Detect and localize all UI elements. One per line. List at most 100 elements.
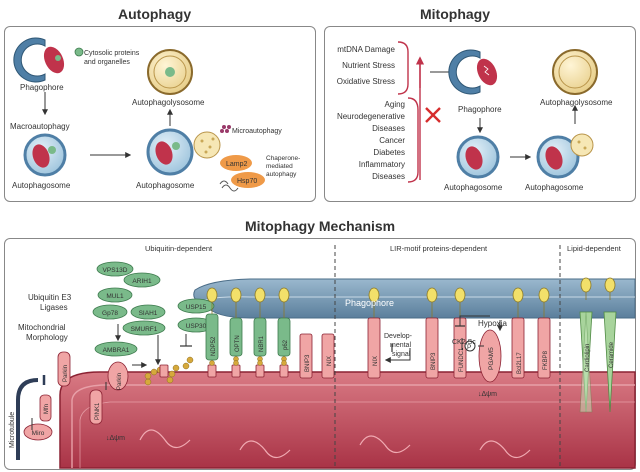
e3-mul1 bbox=[97, 287, 133, 303]
dpsi-right-label: ↓Δψm bbox=[478, 391, 497, 398]
condition-label-4: Diabetes bbox=[373, 148, 405, 157]
lamp2-label: Lamp2 bbox=[226, 161, 248, 168]
parkin-center-label: Parkin bbox=[117, 373, 123, 390]
lir-nix-label: NIX bbox=[373, 356, 379, 366]
dub-usp15-label: USP15 bbox=[186, 304, 207, 311]
mechanism-labels: Ubiquitin-dependent LIR-motif proteins-d… bbox=[9, 244, 622, 448]
lysosome bbox=[193, 131, 221, 159]
condition-label-3: Cancer bbox=[379, 136, 405, 145]
adaptor-bars bbox=[205, 313, 291, 361]
protein-dot bbox=[55, 55, 61, 61]
dub-usp15 bbox=[177, 298, 215, 314]
e3-mul1-label: MUL1 bbox=[106, 293, 124, 300]
e3-gp78-label: Gp78 bbox=[102, 310, 118, 317]
stress-label-2: Oxidative Stress bbox=[337, 77, 395, 86]
phospho-label: P bbox=[467, 344, 471, 351]
developmental-label-1: Develop- bbox=[384, 333, 413, 340]
parkin-left-label: Parkin bbox=[63, 365, 69, 382]
e3-smurf1-label: SMURF1 bbox=[131, 326, 158, 333]
condition-label-0: Aging bbox=[385, 100, 405, 109]
mechanism-graphics bbox=[16, 245, 636, 469]
e3-gp78 bbox=[92, 304, 128, 320]
mfn-label: Mfn bbox=[44, 404, 50, 414]
ceramide-cone bbox=[603, 311, 617, 413]
inhibition-x-icon bbox=[425, 107, 441, 123]
receptor-nix-label: NIX bbox=[327, 356, 333, 366]
autophagolysosome-label: Autophagolysosome bbox=[132, 98, 205, 107]
phagophore-cup bbox=[13, 37, 46, 83]
autophagy-labels: Cytosolic proteins and organelles Phagop… bbox=[10, 50, 300, 190]
hypoxia-label: Hypoxia bbox=[478, 319, 507, 328]
cytosolic-label-1: Cytosolic proteins bbox=[84, 50, 140, 57]
pink1-label: PINK1 bbox=[95, 402, 101, 420]
lamp2-pill bbox=[220, 155, 252, 171]
mitochondrion-membrane bbox=[59, 371, 636, 469]
pgam5-protein bbox=[478, 329, 502, 383]
membrane-tags bbox=[159, 364, 289, 378]
adaptor-p62-label: p62 bbox=[283, 339, 289, 350]
e3-ambra1-label: AMBRA1 bbox=[103, 347, 130, 354]
microautophagy-label: Microautophagy bbox=[232, 128, 282, 135]
parkin-center-protein bbox=[107, 361, 129, 391]
section-lir: LIR-motif proteins-dependent bbox=[390, 244, 488, 253]
mito-autophagosome-right-label: Autophagosome bbox=[525, 183, 584, 192]
e3-ambra1 bbox=[94, 341, 138, 357]
microtubule-label: Microtubule bbox=[9, 412, 16, 448]
hsp70-label: Hsp70 bbox=[237, 178, 257, 185]
lipid-ceramide-label: Ceramide bbox=[609, 341, 615, 368]
receptor-bnip3-label: BNIP3 bbox=[305, 354, 311, 372]
mito-lysosome bbox=[570, 133, 594, 157]
hsp70-pill bbox=[231, 172, 265, 188]
autophagy-graphics bbox=[13, 37, 265, 192]
phospho-circle bbox=[464, 340, 476, 352]
lir-bcl2l17-label: Bcl2L17 bbox=[517, 352, 523, 374]
miro-label: Miro bbox=[32, 430, 45, 437]
condition-label-6: Diseases bbox=[372, 172, 405, 181]
mitophagy-title: Mitophagy bbox=[420, 6, 490, 22]
pgam5-label: PGAM5 bbox=[488, 347, 495, 370]
adaptor-ubiquitin-links bbox=[209, 356, 287, 366]
mito-autophagolysosome bbox=[552, 49, 598, 95]
e3-label-2: Ligases bbox=[40, 303, 68, 312]
cytosolic-protein-dot bbox=[74, 47, 84, 57]
macroautophagy-label: Macroautophagy bbox=[10, 122, 70, 131]
mfn-protein bbox=[39, 394, 52, 422]
section-ubiquitin: Ubiquitin-dependent bbox=[145, 244, 213, 253]
pink1-protein bbox=[89, 389, 103, 425]
parkin-left-protein bbox=[57, 351, 71, 387]
section-lipid: Lipid-dependent bbox=[567, 244, 622, 253]
e3-smurf1 bbox=[122, 320, 166, 336]
receptor-bars-mid bbox=[299, 333, 335, 379]
mito-phagophore-cup bbox=[448, 49, 481, 95]
dub-usp30-label: USP30 bbox=[186, 323, 207, 330]
ck2-label: CK2,Sc bbox=[452, 339, 476, 346]
miro-protein bbox=[23, 423, 53, 441]
mitochondrion-icon bbox=[43, 46, 65, 74]
lir-bnip3-label: BNIP3 bbox=[431, 352, 437, 370]
mitophagy-labels: mtDNA Damage Nutrient Stress Oxidative S… bbox=[337, 45, 613, 192]
condition-label-2: Diseases bbox=[372, 124, 405, 133]
lipid-cardiolipin-label: Cardiolipin bbox=[585, 344, 591, 372]
mito-autophagolysosome-label: Autophagolysosome bbox=[540, 98, 613, 107]
cma-label-2: mediated bbox=[266, 163, 293, 170]
lir-receptor-bars bbox=[367, 317, 551, 379]
e3-arih1-label: ARIH1 bbox=[132, 278, 152, 285]
cma-label-1: Chaperone- bbox=[266, 155, 300, 162]
autophagosome-mid-label: Autophagosome bbox=[136, 181, 195, 190]
dpsi-left-label: ↓Δψm bbox=[106, 435, 125, 442]
e3-label-1: Ubiquitin E3 bbox=[28, 293, 72, 302]
conditions-bracket bbox=[407, 97, 419, 183]
cma-label-3: autophagy bbox=[266, 171, 297, 178]
adaptor-optn-label: OPTN bbox=[235, 335, 241, 352]
cytosolic-label-2: and organelles bbox=[84, 59, 130, 66]
microtubule bbox=[16, 378, 39, 460]
autophagosome-left-label: Autophagosome bbox=[12, 181, 71, 190]
e3-arih1 bbox=[123, 272, 161, 288]
mechanism-phagophore-label: Phagophore bbox=[345, 298, 394, 308]
lir-fundc1-label: FUNDC1 bbox=[459, 347, 465, 372]
autophagy-title: Autophagy bbox=[118, 6, 192, 22]
morph-label-1: Mitochondrial bbox=[18, 323, 66, 332]
mitophagy-graphics bbox=[397, 41, 598, 183]
stress-label-0: mtDNA Damage bbox=[337, 45, 395, 54]
